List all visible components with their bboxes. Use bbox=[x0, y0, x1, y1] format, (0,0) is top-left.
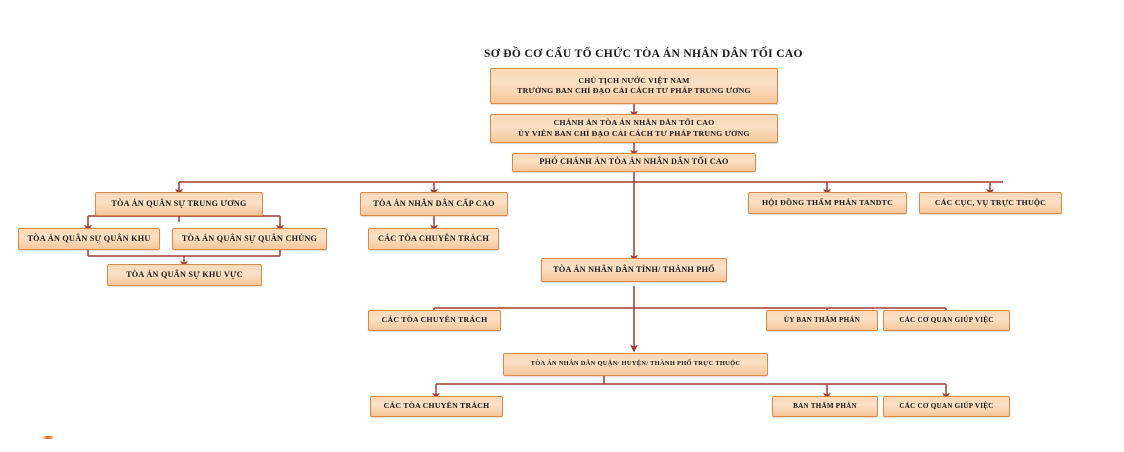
node-support-agencies-district[interactable]: CÁC CƠ QUAN GIÚP VIỆC bbox=[883, 396, 1010, 417]
node-departments[interactable]: CÁC CỤC, VỤ TRỰC THUỘC bbox=[919, 192, 1062, 214]
node-specialized-courts-superior[interactable]: CÁC TÒA CHUYÊN TRÁCH bbox=[368, 228, 499, 250]
node-president-line2: TRƯỞNG BAN CHỈ ĐẠO CẢI CÁCH TƯ PHÁP TRUN… bbox=[517, 86, 751, 95]
node-judges-board-district[interactable]: BAN THẨM PHÁN bbox=[772, 396, 878, 417]
node-specialized-courts-district[interactable]: CÁC TÒA CHUYÊN TRÁCH bbox=[370, 396, 503, 417]
node-superior-people-court-label: TÒA ÁN NHÂN DÂN CẤP CAO bbox=[373, 198, 495, 208]
node-superior-people-court[interactable]: TÒA ÁN NHÂN DÂN CẤP CAO bbox=[360, 192, 508, 216]
node-specialized-courts-superior-label: CÁC TÒA CHUYÊN TRÁCH bbox=[378, 233, 489, 243]
node-support-agencies-provincial-label: CÁC CƠ QUAN GIÚP VIỆC bbox=[899, 315, 994, 324]
node-judges-committee-provincial[interactable]: ỦY BAN THẨM PHÁN bbox=[766, 310, 878, 331]
node-military-court-central[interactable]: TÒA ÁN QUÂN SỰ TRUNG ƯƠNG bbox=[95, 192, 263, 216]
node-provincial-court-label: TÒA ÁN NHÂN DÂN TỈNH/ THÀNH PHỐ bbox=[553, 264, 715, 274]
node-military-court-region-label: TÒA ÁN QUÂN SỰ KHU VỰC bbox=[126, 269, 243, 279]
node-specialized-courts-provincial-label: CÁC TÒA CHUYÊN TRÁCH bbox=[381, 315, 488, 325]
node-chief-justice-line2: ỦY VIÊN BAN CHỈ ĐẠO CẢI CÁCH TƯ PHÁP TRU… bbox=[518, 128, 750, 138]
stray-mark-artifact bbox=[42, 436, 54, 439]
node-military-court-service[interactable]: TÒA ÁN QUÂN SỰ QUÂN CHỦNG bbox=[172, 228, 327, 250]
node-judges-board-district-label: BAN THẨM PHÁN bbox=[793, 401, 857, 410]
node-judges-committee-provincial-label: ỦY BAN THẨM PHÁN bbox=[783, 315, 861, 324]
node-military-court-central-label: TÒA ÁN QUÂN SỰ TRUNG ƯƠNG bbox=[111, 198, 247, 208]
node-judicial-council-label: HỘI ĐỒNG THẨM PHÁN TANDTC bbox=[761, 197, 893, 207]
node-district-court[interactable]: TÒA ÁN NHÂN DÂN QUẬN/ HUYỆN/ THÀNH PHỐ T… bbox=[503, 353, 768, 376]
node-deputy-chief-justice[interactable]: PHÓ CHÁNH ÁN TÒA ÁN NHÂN DÂN TỐI CAO bbox=[512, 153, 756, 172]
node-departments-label: CÁC CỤC, VỤ TRỰC THUỘC bbox=[934, 197, 1047, 207]
page-title: SƠ ĐỒ CƠ CẤU TỔ CHỨC TÒA ÁN NHÂN DÂN TỐI… bbox=[484, 48, 803, 60]
node-chief-justice[interactable]: CHÁNH ÁN TÒA ÁN NHÂN DÂN TỐI CAO ỦY VIÊN… bbox=[490, 114, 778, 143]
node-military-court-region[interactable]: TÒA ÁN QUÂN SỰ KHU VỰC bbox=[107, 264, 262, 286]
node-support-agencies-district-label: CÁC CƠ QUAN GIÚP VIỆC bbox=[899, 401, 994, 410]
node-president-line1: CHỦ TỊCH NƯỚC VIỆT NAM bbox=[578, 75, 690, 85]
node-specialized-courts-provincial[interactable]: CÁC TÒA CHUYÊN TRÁCH bbox=[368, 310, 501, 331]
node-chief-justice-line1: CHÁNH ÁN TÒA ÁN NHÂN DÂN TỐI CAO bbox=[553, 118, 715, 128]
node-military-court-zone[interactable]: TÒA ÁN QUÂN SỰ QUÂN KHU bbox=[18, 228, 160, 250]
node-district-court-label: TÒA ÁN NHÂN DÂN QUẬN/ HUYỆN/ THÀNH PHỐ T… bbox=[530, 360, 741, 368]
node-military-court-service-label: TÒA ÁN QUÂN SỰ QUÂN CHỦNG bbox=[181, 233, 318, 243]
node-provincial-court[interactable]: TÒA ÁN NHÂN DÂN TỈNH/ THÀNH PHỐ bbox=[541, 258, 727, 282]
node-deputy-chief-justice-label: PHÓ CHÁNH ÁN TÒA ÁN NHÂN DÂN TỐI CAO bbox=[539, 157, 729, 167]
node-support-agencies-provincial[interactable]: CÁC CƠ QUAN GIÚP VIỆC bbox=[883, 310, 1010, 331]
node-judicial-council[interactable]: HỘI ĐỒNG THẨM PHÁN TANDTC bbox=[748, 192, 907, 214]
node-military-court-zone-label: TÒA ÁN QUÂN SỰ QUÂN KHU bbox=[27, 233, 151, 243]
node-specialized-courts-district-label: CÁC TÒA CHUYÊN TRÁCH bbox=[383, 401, 490, 411]
node-president[interactable]: CHỦ TỊCH NƯỚC VIỆT NAM TRƯỞNG BAN CHỈ ĐẠ… bbox=[490, 68, 778, 104]
